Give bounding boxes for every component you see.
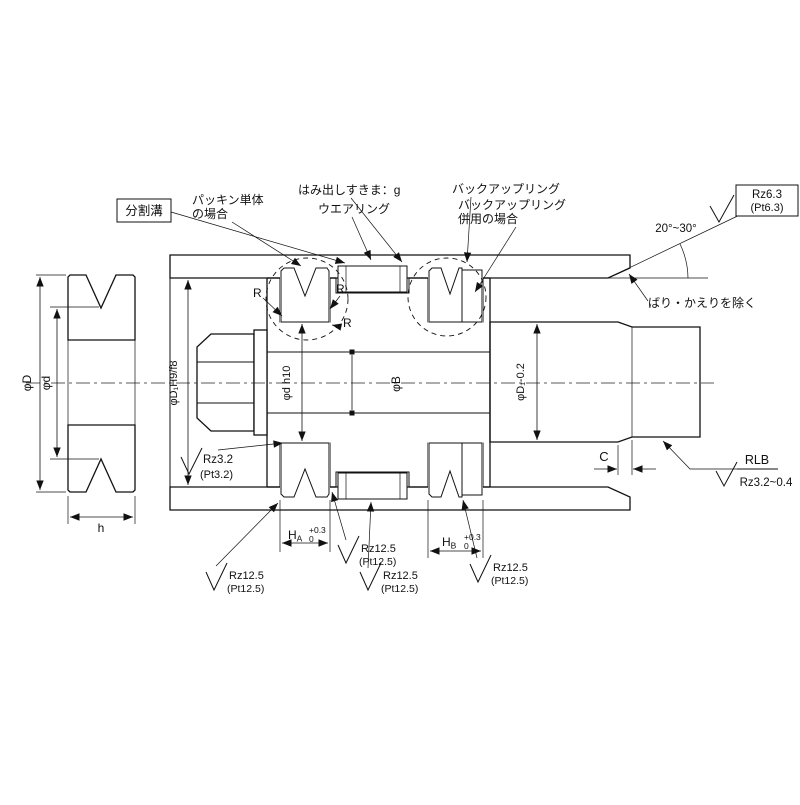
- finish-groove-bottom: Rz3.2 (Pt3.2): [180, 440, 284, 481]
- split-groove-label: 分割溝: [125, 203, 163, 218]
- radius-label-3: R: [343, 316, 352, 330]
- standalone-seal-view: [67, 274, 136, 493]
- bore-chamfer-finish-box: [735, 184, 799, 217]
- finish-rz125-c: Rz12.5 (Pt12.5): [359, 501, 418, 595]
- surface-finish-icon: [337, 535, 360, 565]
- packing-only-label-1: パッキン単体: [192, 193, 264, 207]
- seal-height-label: h: [98, 521, 105, 535]
- svg-text:(Pt6.3): (Pt6.3): [750, 202, 783, 214]
- finish-rz125-d: Rz12.5 (Pt12.5): [461, 499, 528, 587]
- extrusion-gap-label: はみ出しすきま：g: [298, 183, 400, 197]
- packing-only-label-2: の場合: [192, 206, 228, 221]
- svg-text:Rz12.5: Rz12.5: [383, 570, 418, 582]
- groove-width-b-label: HB: [442, 535, 457, 551]
- callout-wear-ring: ウエアリング: [318, 202, 390, 261]
- svg-text:Rz12.5: Rz12.5: [361, 543, 396, 555]
- callout-split-groove: 分割溝: [116, 198, 346, 264]
- surface-finish-icon: [359, 562, 382, 592]
- dimension-seal-height: h: [67, 496, 136, 535]
- chamfer-angle-label: 20°~30°: [655, 223, 697, 235]
- surface-finish-icon: [709, 194, 735, 224]
- rod-dia-label: φD₁-0.2: [515, 363, 527, 401]
- finish-rz125-b: Rz12.5 (Pt12.5): [331, 491, 396, 568]
- callout-backup-combo: バックアップリング 併用の場合: [458, 198, 566, 293]
- surface-finish-icon: [180, 447, 203, 476]
- svg-text:(Pt12.5): (Pt12.5): [381, 583, 418, 595]
- rlb-note: RLB Rz3.2~0.4: [662, 440, 793, 489]
- bore-chamfer-annotation: 20°~30° Rz6.3 (Pt6.3): [607, 184, 799, 279]
- backup-ring-top: [461, 269, 483, 323]
- deburr-label: ばり・かえりを除く: [648, 295, 756, 310]
- chamfer-c-label: C: [599, 449, 608, 464]
- cylinder-wall-bottom: [169, 486, 631, 511]
- svg-text:Rz12.5: Rz12.5: [493, 562, 528, 574]
- nut-body: [196, 333, 255, 432]
- dimension-bore-dia: φD₁H9/f8: [168, 280, 192, 485]
- dimension-rod-dia: φD₁-0.2: [515, 324, 541, 440]
- svg-text:0: 0: [464, 541, 469, 551]
- finish-rz125-a: Rz12.5 (Pt12.5): [205, 502, 279, 595]
- surface-finish-icon: [715, 461, 738, 488]
- rlb-roughness-label: Rz3.2~0.4: [740, 477, 793, 489]
- installed-seals: [280, 267, 483, 498]
- packing-top-left: [280, 267, 330, 323]
- svg-text:Rz3.2: Rz3.2: [203, 454, 233, 466]
- svg-text:+0.3: +0.3: [464, 532, 481, 542]
- detail-circle-left: [265, 257, 349, 341]
- svg-text:(Pt3.2): (Pt3.2): [200, 469, 233, 481]
- svg-text:0: 0: [309, 534, 314, 544]
- rod: [489, 321, 701, 443]
- washer: [253, 329, 268, 436]
- dimension-groove-width-a: HA +0.3 0: [279, 500, 331, 552]
- callout-extrusion-gap: はみ出しすきま：g: [298, 183, 403, 263]
- radius-label-1: R: [253, 286, 262, 300]
- pilot-dia-label: φB: [389, 376, 403, 392]
- dimension-groove-width-b: HB +0.3 0: [427, 500, 484, 558]
- svg-text:(Pt12.5): (Pt12.5): [359, 556, 396, 568]
- callout-packing-only: パッキン単体 の場合: [192, 193, 302, 267]
- detail-circle-right: [407, 257, 487, 337]
- radius-label-2: R: [336, 282, 345, 296]
- wear-ring: [337, 265, 408, 500]
- rlb-label: RLB: [745, 453, 769, 467]
- bore-dia-label: φD₁H9/f8: [168, 360, 180, 405]
- retaining-nut: [196, 329, 268, 436]
- callout-backup-ring: バックアップリング: [452, 182, 560, 263]
- svg-text:+0.3: +0.3: [309, 525, 326, 535]
- deburr-note: ばり・かえりを除く: [628, 273, 756, 310]
- wear-ring-label: ウエアリング: [318, 202, 390, 216]
- svg-text:(Pt12.5): (Pt12.5): [491, 575, 528, 587]
- seal-section-top: [67, 274, 136, 341]
- svg-text:(Pt12.5): (Pt12.5): [227, 583, 264, 595]
- groove-dia-label: φd h10: [281, 366, 293, 401]
- seal-section-bottom: [67, 424, 136, 493]
- backup-ring-bottom: [461, 442, 483, 496]
- groove-width-a-label: HA: [288, 528, 303, 544]
- wear-ring-bottom: [337, 472, 408, 500]
- packing-bottom-left: [280, 442, 330, 498]
- backup-combo-label-2: 併用の場合: [458, 211, 518, 226]
- dimension-groove-dia: φd h10: [281, 324, 306, 441]
- backup-ring-label: バックアップリング: [452, 182, 560, 196]
- svg-text:Rz12.5: Rz12.5: [229, 570, 264, 582]
- callout-radii: R R R: [253, 282, 352, 331]
- wear-ring-top: [337, 265, 408, 293]
- backup-combo-label-1: バックアップリング: [458, 198, 566, 212]
- svg-text:Rz6.3: Rz6.3: [752, 189, 782, 201]
- dimension-chamfer-c: C: [594, 440, 656, 475]
- dimension-pilot-dia: φB: [349, 349, 403, 416]
- split-groove-box: [116, 198, 172, 223]
- surface-finish-icon: [469, 554, 492, 584]
- surface-finish-icon: [205, 562, 228, 592]
